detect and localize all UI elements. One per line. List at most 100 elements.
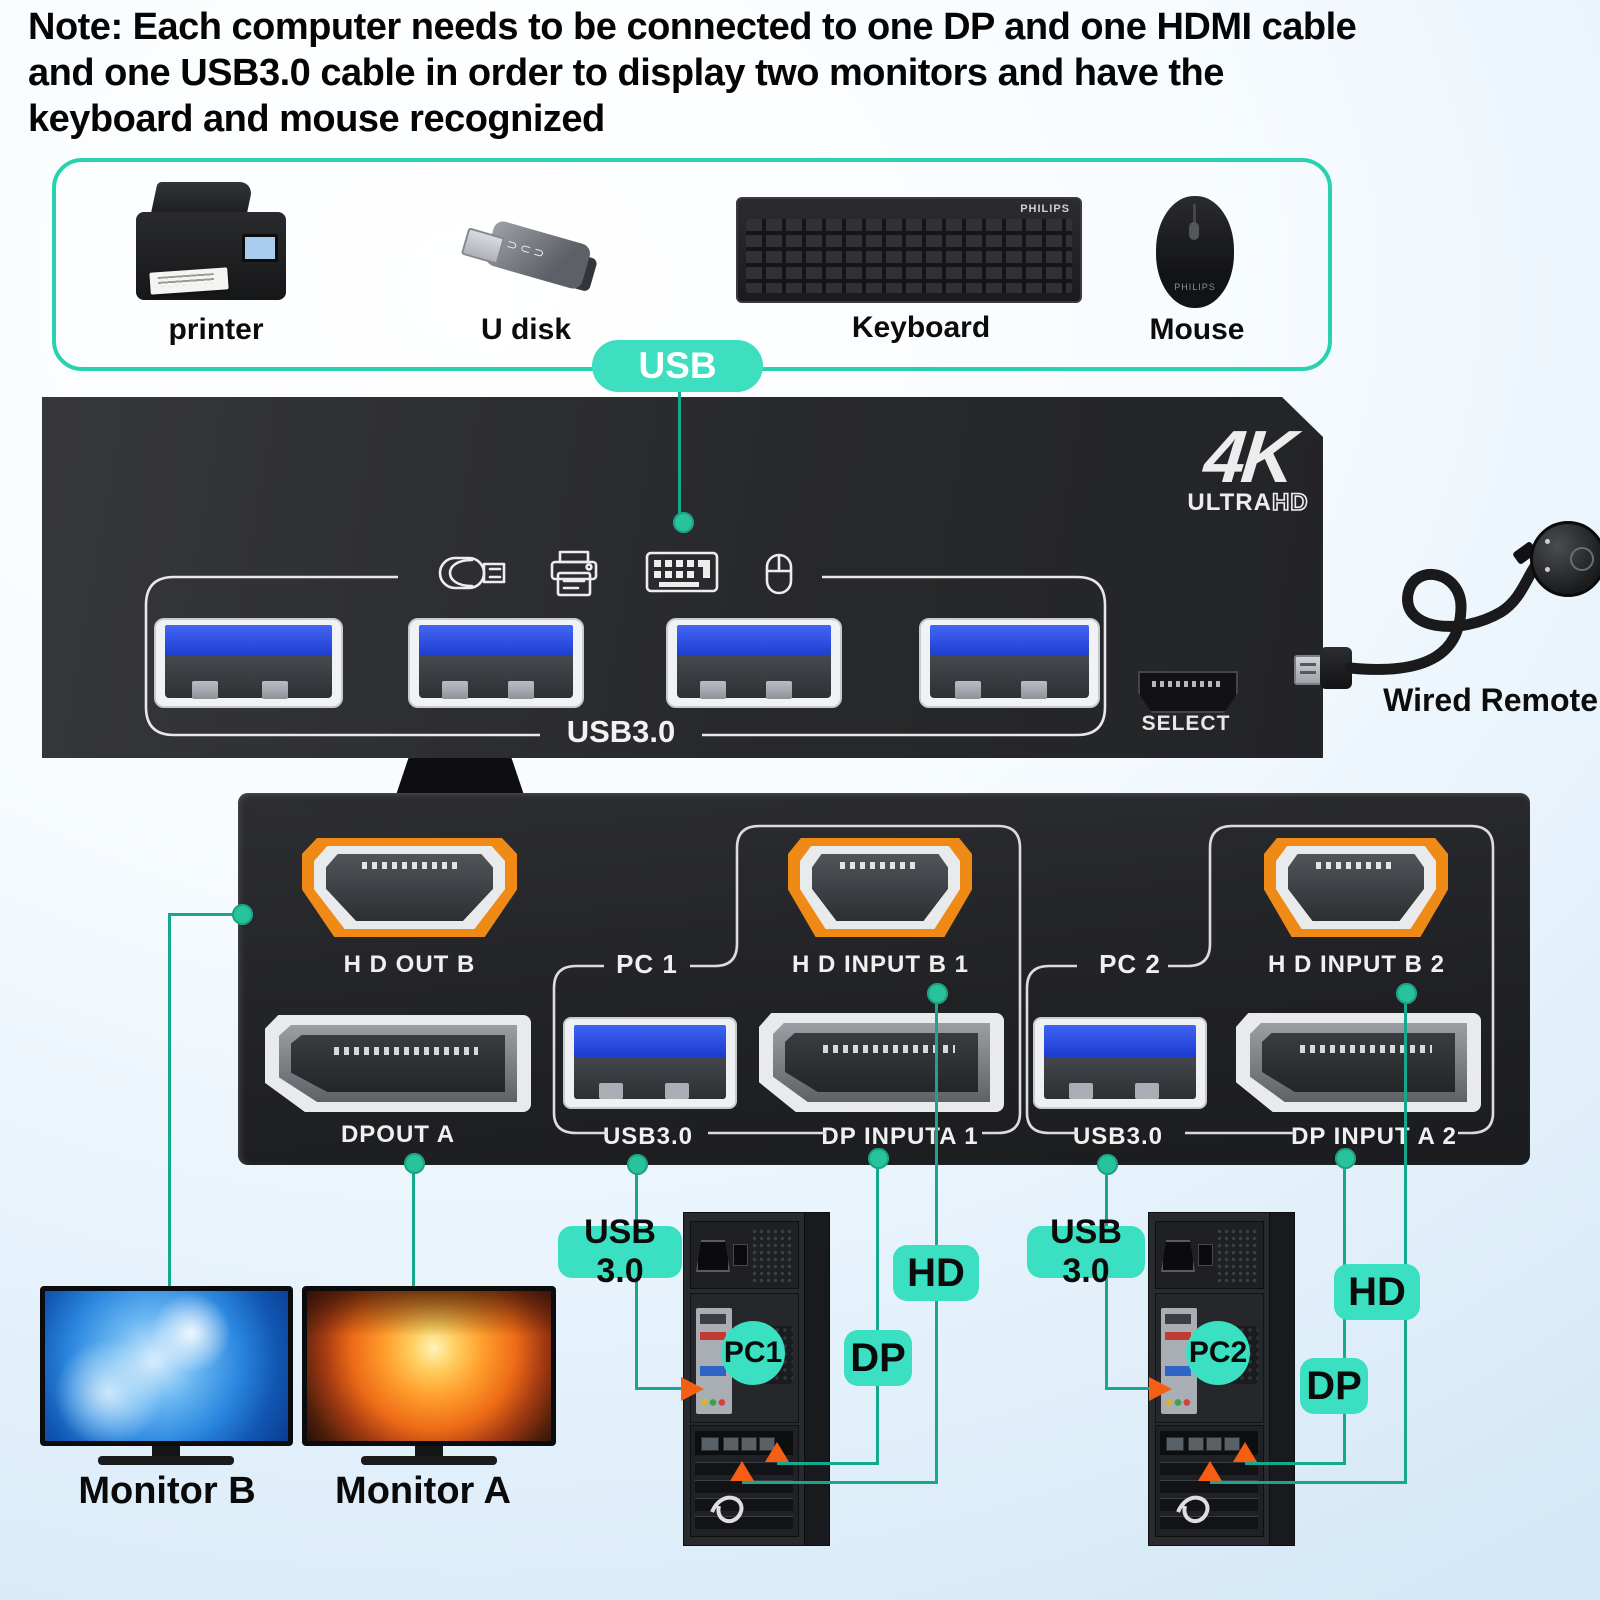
power-inlet: [1161, 1240, 1195, 1272]
udisk-label: U disk: [480, 313, 572, 346]
usb-tongue: [165, 625, 332, 655]
front-usb-group-label: USB3.0: [566, 714, 676, 749]
monitor-b-screen: [40, 1286, 293, 1446]
monitor-b-base: [98, 1456, 234, 1465]
hd-out-b-port: [302, 838, 517, 937]
monitor-a-label: Monitor A: [335, 1469, 511, 1512]
usb-pin: [192, 681, 218, 699]
pc2-dp-arrow: [1233, 1442, 1257, 1462]
usb-drive-icon: [438, 556, 506, 590]
select-port: [1138, 671, 1238, 713]
hd-out-b-label: H D OUT B: [343, 951, 476, 978]
front-usb-port-2: [408, 618, 584, 708]
slot-cover: [695, 1498, 793, 1511]
printer-label: printer: [168, 313, 264, 346]
pc1-hd-pill: HD: [893, 1245, 979, 1301]
pc2-circle-badge: PC2: [1186, 1321, 1250, 1385]
dp-out-a-port: [265, 1015, 531, 1112]
slot-cover: [1160, 1516, 1258, 1529]
usb-pin: [766, 681, 792, 699]
usb-pin: [442, 681, 468, 699]
pc2-hd-line-v: [1404, 993, 1407, 1483]
mouse-wheel: [1189, 222, 1199, 240]
pc1-dp-arrow: [765, 1442, 789, 1462]
power-switch: [733, 1244, 748, 1266]
power-inlet: [696, 1240, 730, 1272]
front-panel-foot: [396, 757, 524, 795]
pc2-usb-line-h: [1105, 1387, 1153, 1390]
dp-input-a1-port: [759, 1013, 1004, 1112]
hd-input-b1-port: [788, 838, 972, 937]
psu-vents: [751, 1228, 793, 1282]
kvm-back-panel: H D OUT B PC 1 H D INPUT B 1 PC 2 H D IN…: [238, 793, 1530, 1165]
monitor-b-label: Monitor B: [78, 1469, 256, 1512]
remote-button: [1530, 521, 1600, 597]
pc1-dp-line-h: [777, 1462, 879, 1465]
pc1-dp-line-v: [876, 1158, 879, 1465]
usb-tongue: [419, 625, 573, 655]
usb30-pc1-label: USB3.0: [602, 1123, 694, 1150]
pc2-side-panel: [1269, 1212, 1295, 1546]
pc2-usb-arrow: [1149, 1377, 1172, 1401]
usb30-pc2-label: USB3.0: [1072, 1123, 1164, 1150]
note-line-1: Note: Each computer needs to be connecte…: [28, 6, 1357, 48]
4k-ultrahd-logo: 4K ULTRAHD: [1168, 415, 1323, 516]
pc2-hd-arrow: [1198, 1461, 1222, 1481]
logo-ultrahd-text: ULTRAHD: [1168, 489, 1323, 516]
dp-input-a2-label: DP INPUT A 2: [1291, 1123, 1457, 1150]
hd-out-b-dot: [232, 904, 253, 925]
mouse-label: Mouse: [1149, 313, 1245, 346]
dp-out-a-label: DPOUT A: [340, 1121, 456, 1148]
usb-tongue: [677, 625, 831, 655]
monitor-a-line-v: [412, 1164, 415, 1286]
front-usb-port-1: [154, 618, 343, 708]
printer-icon: [550, 550, 598, 597]
monitor-a-base: [361, 1456, 497, 1465]
keyboard-label: Keyboard: [851, 311, 991, 344]
usb-tag-pill: USB: [592, 340, 763, 392]
mouse-icon: [765, 553, 793, 595]
pc1-side-panel: [804, 1212, 830, 1546]
front-usb-port-3: [666, 618, 842, 708]
pc1-hd-line-h: [742, 1481, 938, 1484]
monitor-b-line-h: [168, 913, 244, 916]
keyboard-keys: [746, 219, 1072, 293]
dp-input-a1-label: DP INPUTA 1: [821, 1123, 979, 1150]
usb-pin: [508, 681, 534, 699]
pc1-dp-dot: [868, 1148, 889, 1169]
pc2-hd-dot: [1396, 983, 1417, 1004]
pc1-hd-line-v: [935, 993, 938, 1483]
usb-devices-box: ⊃⊂⊃ PHILIPS PHILIPS printer U disk Keybo…: [52, 158, 1332, 371]
monitor-a-image: [307, 1291, 551, 1441]
udisk-image: ⊃⊂⊃: [446, 214, 606, 310]
pc1-psu: [690, 1221, 799, 1289]
note-text: Note: Each computer needs to be connecte…: [28, 4, 1588, 142]
monitor-a-screen: [302, 1286, 556, 1446]
logo-ultra: ULTRA: [1187, 489, 1272, 516]
dp-input-a2-port: [1236, 1013, 1481, 1112]
pc2-hd-pill: HD: [1334, 1264, 1420, 1320]
printer-adf: [150, 182, 254, 216]
keyboard-image: PHILIPS: [736, 197, 1082, 303]
hd-input-b2-label: H D INPUT B 2: [1267, 951, 1445, 978]
pc2-dp-line-h: [1245, 1462, 1346, 1465]
note-line-3: keyboard and mouse recognized: [28, 98, 605, 140]
usb-pin: [262, 681, 288, 699]
usb-pin: [955, 681, 981, 699]
pc1-hd-arrow: [730, 1461, 754, 1481]
monitor-b-line-v: [168, 915, 171, 1286]
usb-drop-dot: [673, 512, 694, 533]
select-label: SELECT: [1141, 712, 1231, 735]
pc2-group-label: PC 2: [1099, 948, 1161, 979]
pc1-usb-arrow: [681, 1377, 704, 1401]
printer-image: [124, 178, 302, 308]
pc1-dp-pill: DP: [844, 1330, 912, 1386]
monitor-b-neck: [152, 1446, 180, 1456]
usb-tongue: [930, 625, 1089, 655]
front-usb-port-4: [919, 618, 1100, 708]
hd-input-b2-port: [1264, 838, 1448, 937]
keyboard-icon: [645, 551, 719, 593]
pc2-hd-line-h: [1210, 1481, 1407, 1484]
kvm-front-panel: 4K ULTRAHD: [42, 397, 1323, 758]
